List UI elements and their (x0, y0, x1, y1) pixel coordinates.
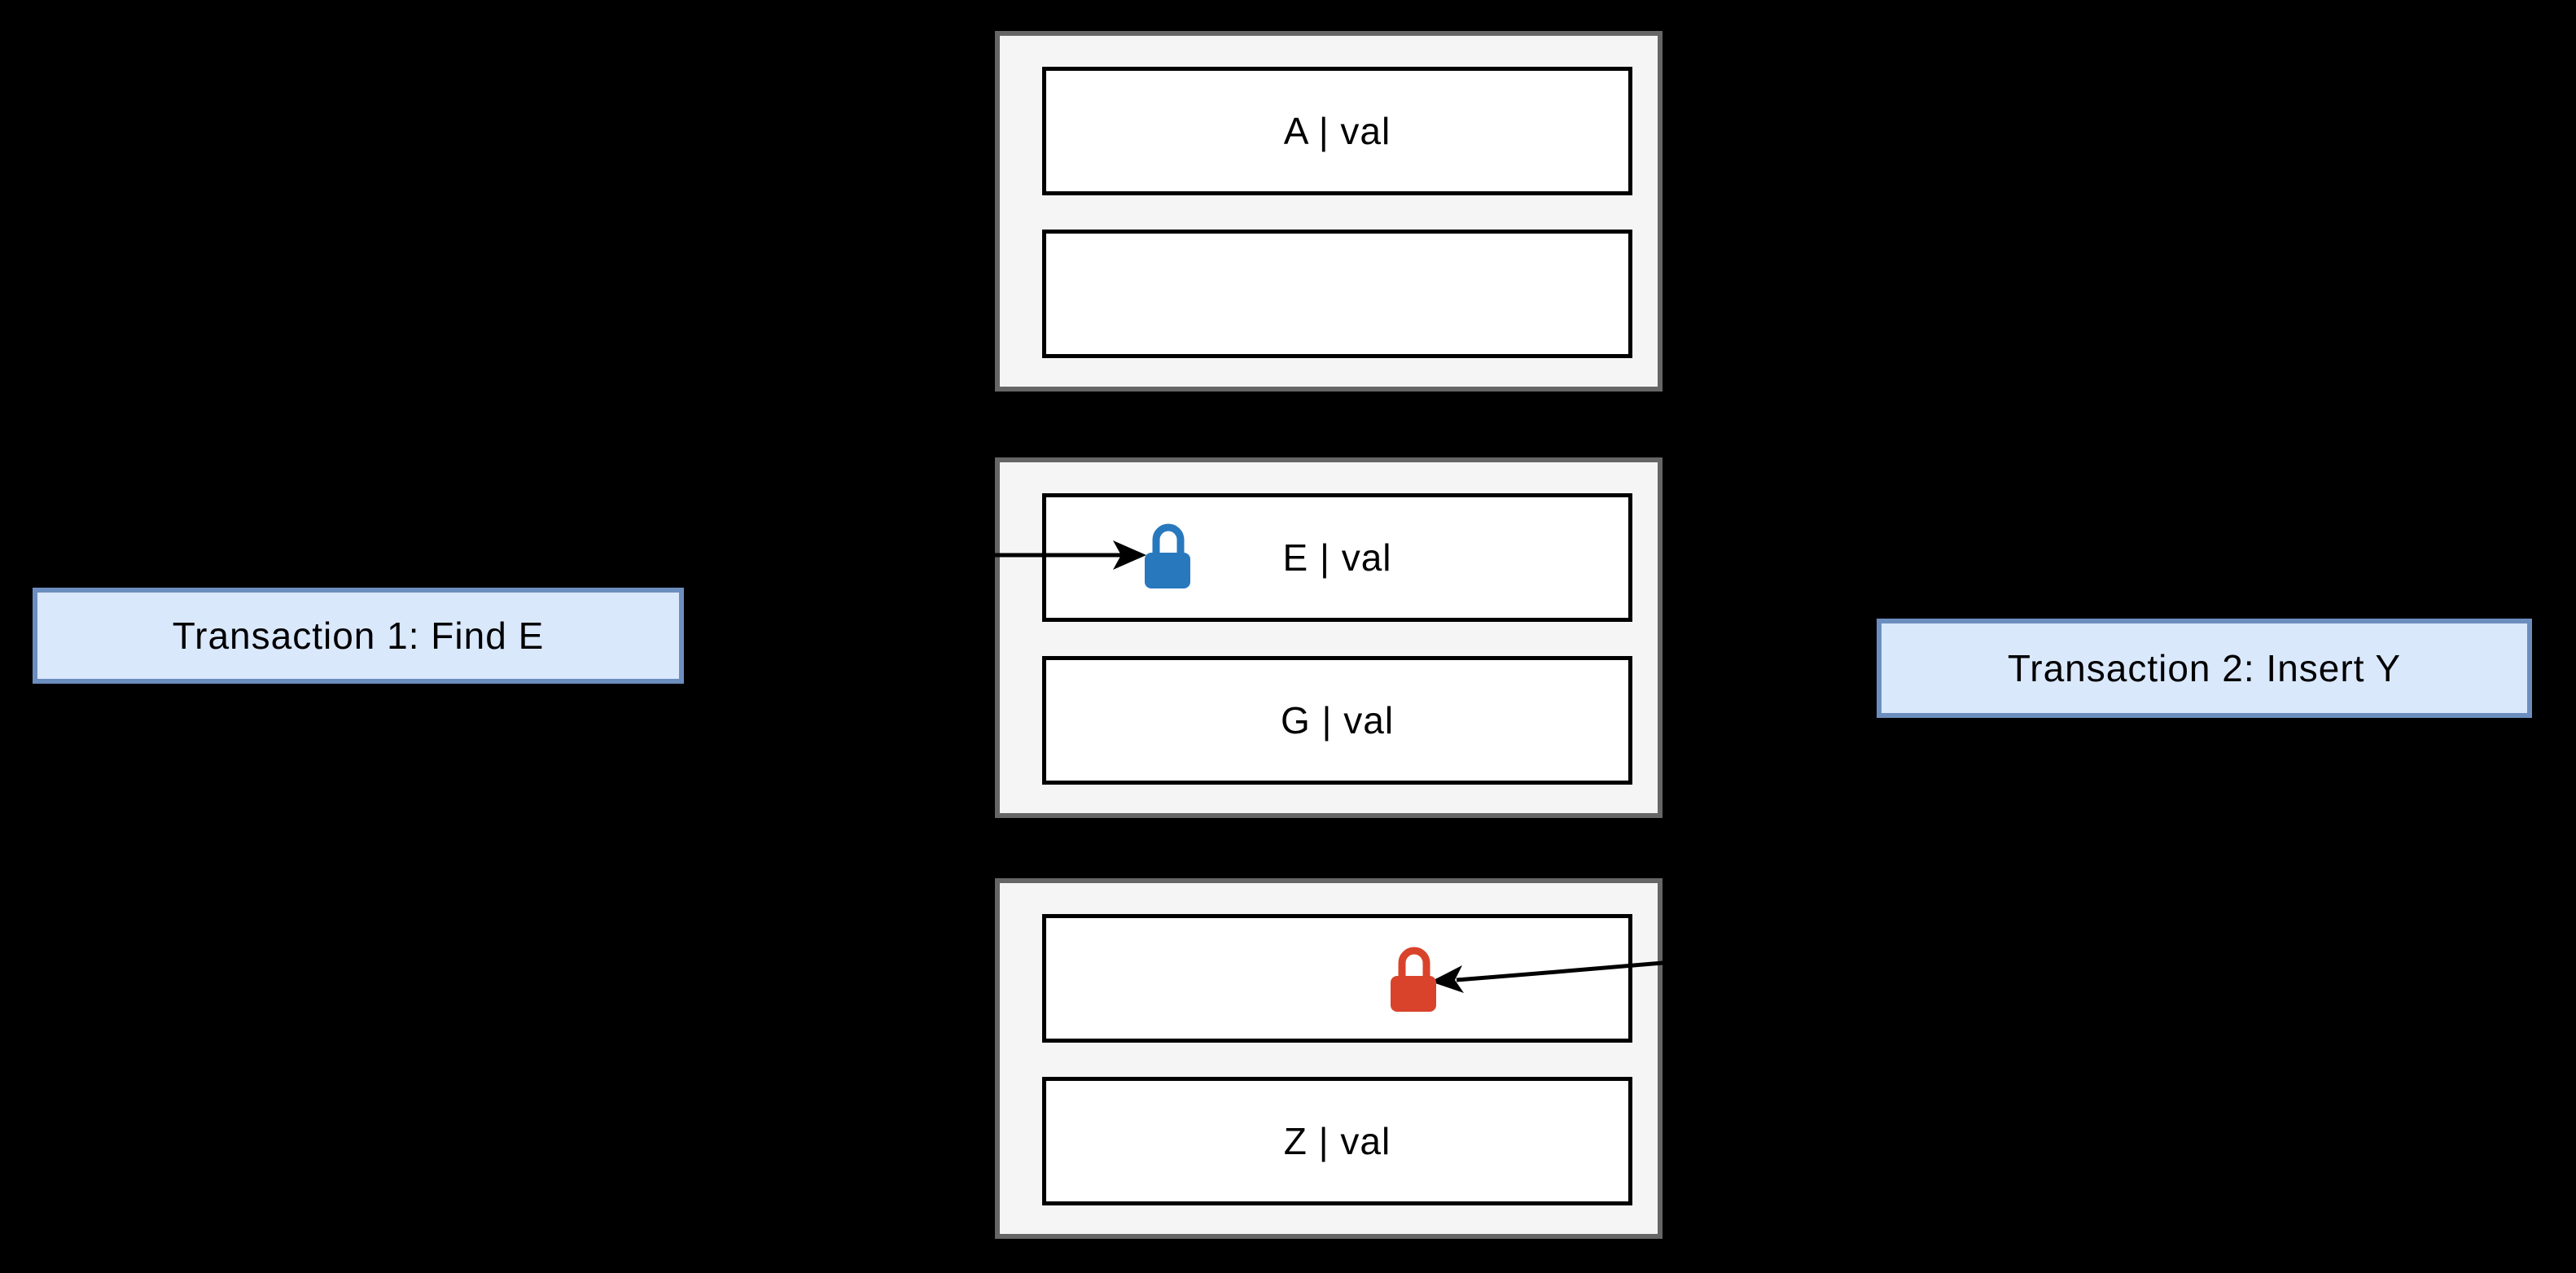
node-row: E | val (1042, 493, 1632, 622)
node-row: Z | val (1042, 1077, 1632, 1205)
node-row: G | val (1042, 656, 1632, 785)
node-row: A | val (1042, 67, 1632, 195)
transaction-1-box: Transaction 1: Find E (33, 588, 684, 684)
row-label: A | val (1283, 110, 1391, 152)
btree-node-middle: E | val G | val (995, 457, 1663, 818)
row-label: Z | val (1283, 1120, 1391, 1162)
transaction-2-label: Transaction 2: Insert Y (2007, 647, 2402, 689)
transaction-2-box: Transaction 2: Insert Y (1877, 619, 2532, 718)
btree-node-top: A | val (995, 31, 1663, 392)
row-label: G | val (1280, 699, 1395, 741)
transaction-1-label: Transaction 1: Find E (172, 615, 545, 657)
node-row-empty (1042, 914, 1632, 1043)
btree-node-bottom: Z | val (995, 878, 1663, 1239)
row-label: E | val (1282, 536, 1392, 579)
node-row-empty (1042, 230, 1632, 358)
